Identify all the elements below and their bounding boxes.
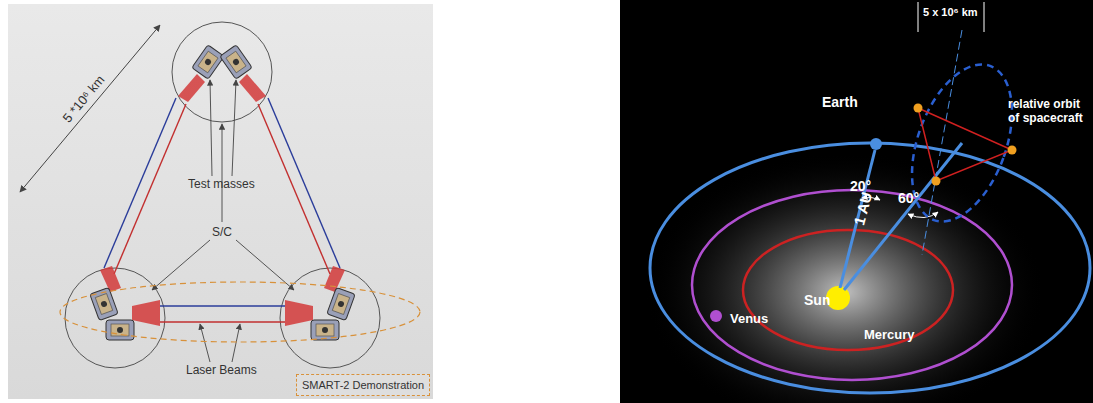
- label-text: Laser Beams: [186, 364, 257, 378]
- label-text: Venus: [730, 312, 768, 327]
- label-text: Mercury: [864, 328, 915, 343]
- label-text: 60°: [898, 190, 919, 206]
- dashed-box: SMART-2 Demonstration: [296, 374, 430, 396]
- label-text: Earth: [822, 94, 858, 110]
- label-text: relative orbit of spacecraft: [1008, 98, 1090, 126]
- label-text: S/C: [212, 226, 232, 240]
- label-text: 20°: [850, 178, 871, 194]
- label-text: Sun: [804, 292, 830, 308]
- box-label: SMART-2 Demonstration: [302, 379, 424, 391]
- label-text: 5 x 10⁶ km: [923, 6, 978, 19]
- label-text: Test masses: [188, 178, 255, 192]
